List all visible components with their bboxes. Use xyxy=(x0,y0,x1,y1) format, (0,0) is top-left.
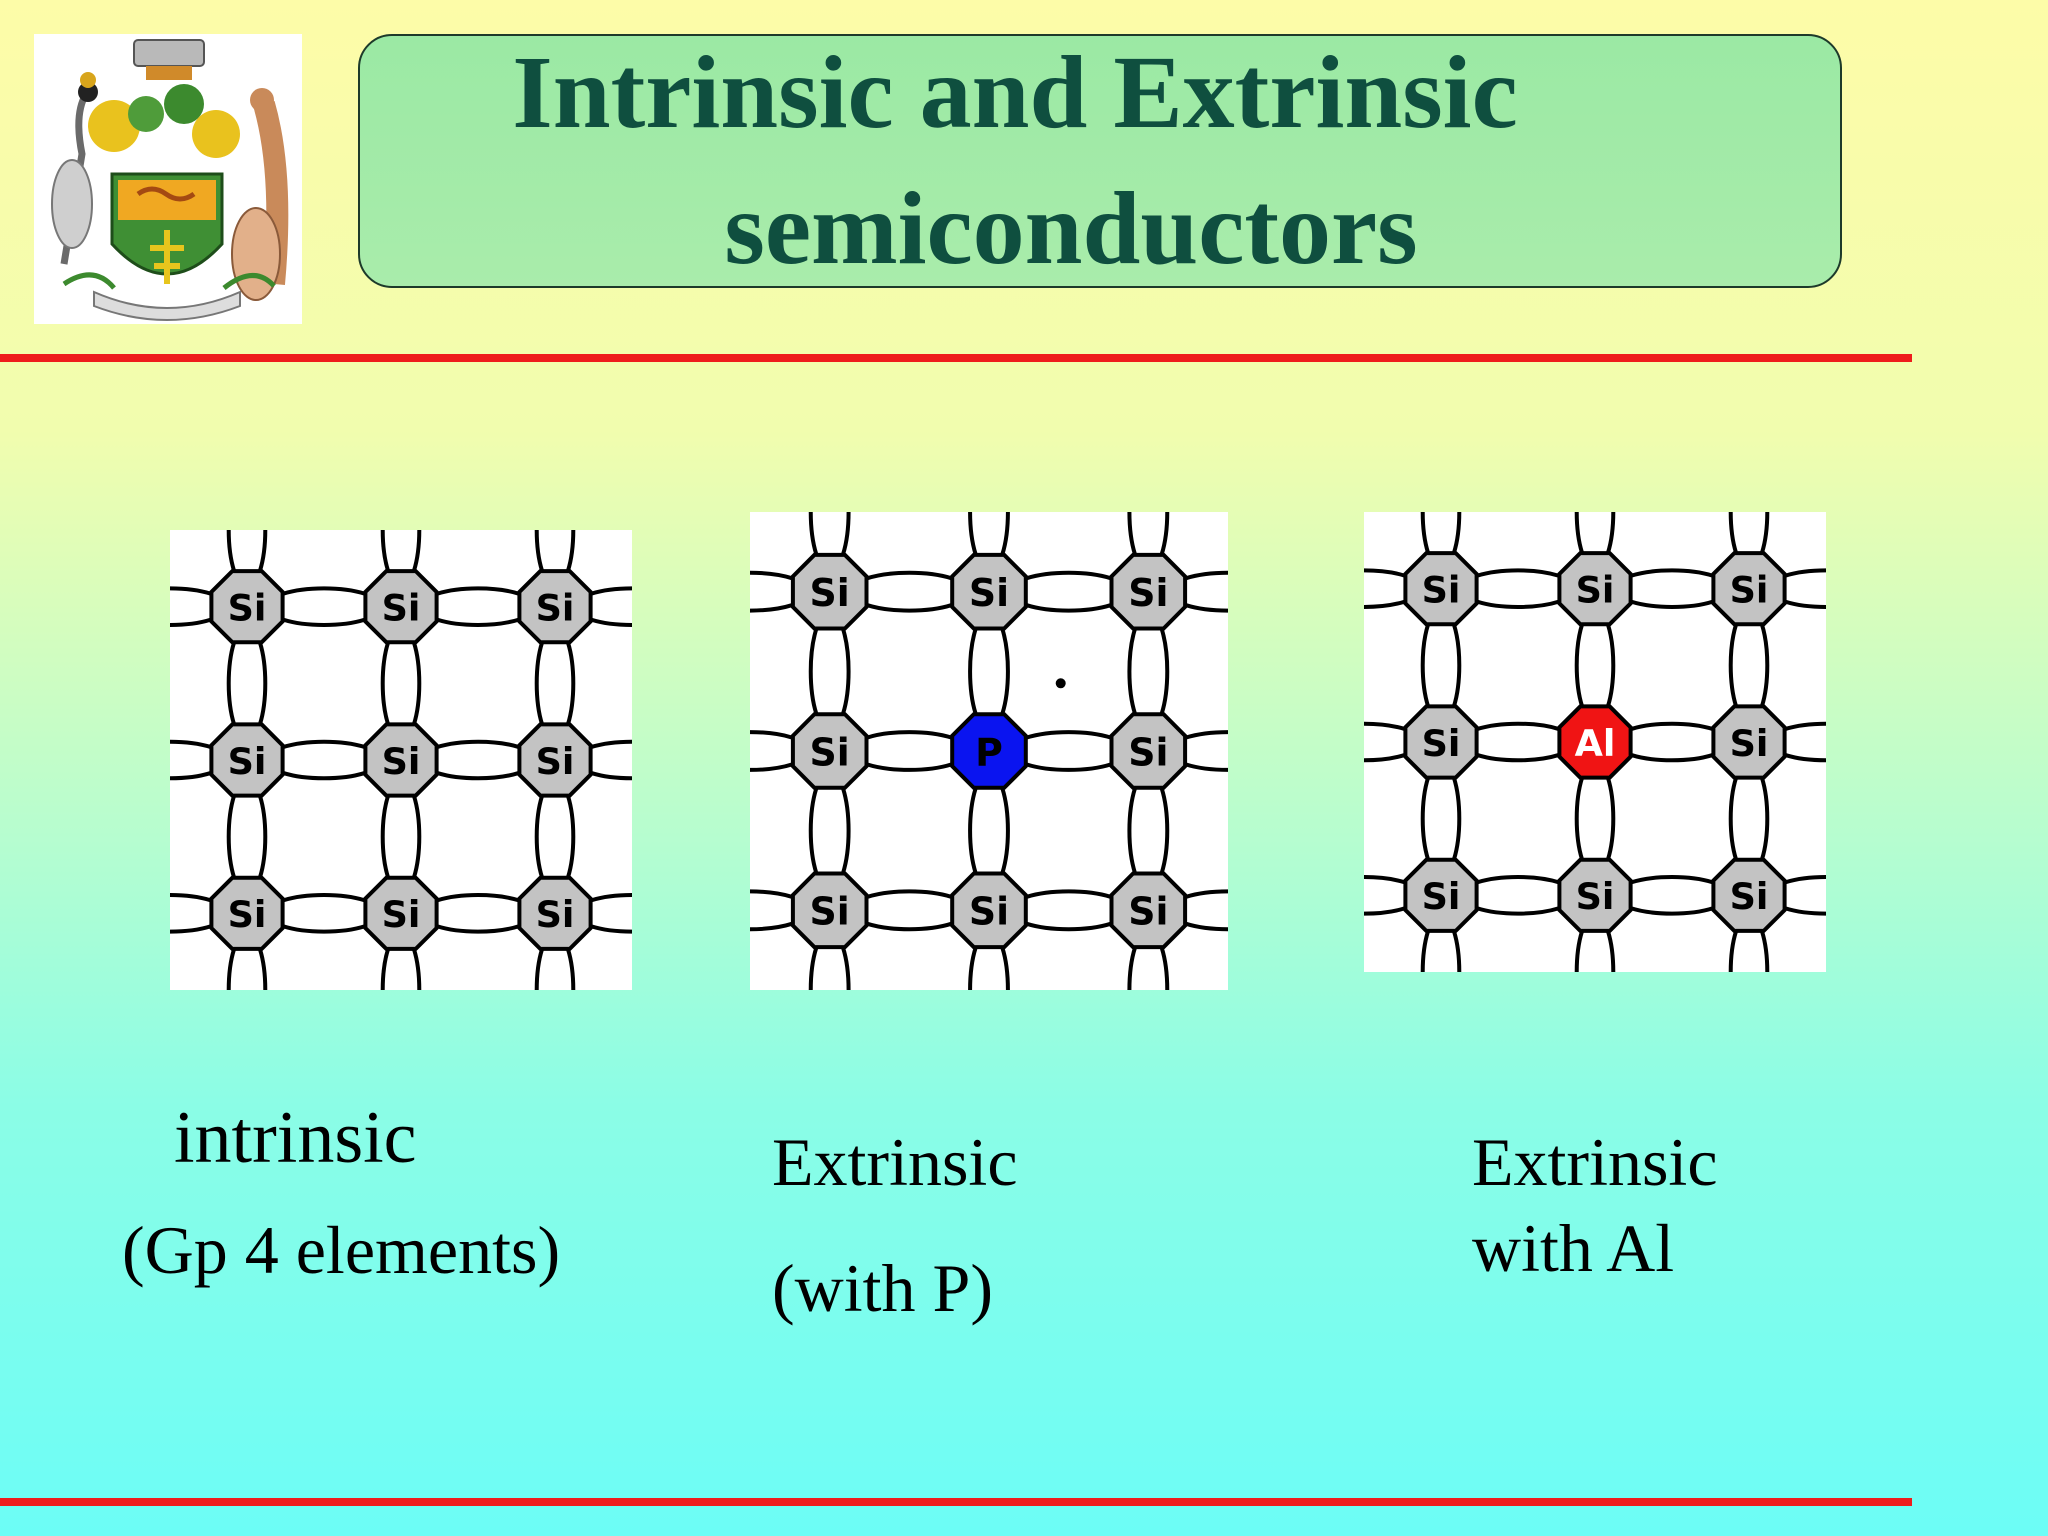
atom-symbol: Si xyxy=(228,740,267,783)
silicon-atom: Si xyxy=(1557,551,1633,627)
silicon-atom: Si xyxy=(209,722,285,798)
atom-symbol: Si xyxy=(382,740,421,783)
silicon-atom: Si xyxy=(950,871,1028,950)
free-electron-dot xyxy=(1055,678,1066,689)
phosphorus-caption-subtitle: (with P) xyxy=(772,1250,993,1326)
atom-symbol: Si xyxy=(810,890,850,934)
atom-symbol: Si xyxy=(1422,569,1461,612)
atom-symbol: Si xyxy=(536,587,575,630)
silicon-atom: Si xyxy=(790,712,869,790)
atom-symbol: Si xyxy=(382,893,421,936)
atom-symbol: Si xyxy=(536,740,575,783)
slide-title-line-1: Intrinsic and Extrinsic xyxy=(512,35,1518,150)
atom-symbol: Si xyxy=(969,890,1009,934)
phosphorus-atom: P xyxy=(950,712,1028,790)
silicon-atom: Si xyxy=(1109,712,1188,790)
atom-symbol: Si xyxy=(1128,890,1168,934)
silicon-atom: Si xyxy=(209,875,285,951)
silicon-atom: Si xyxy=(950,552,1028,631)
atom-symbol: Si xyxy=(1128,571,1168,615)
intrinsic-caption-title: intrinsic xyxy=(174,1097,417,1179)
silicon-atom: Si xyxy=(517,722,593,798)
slide-title-line-2: semiconductors xyxy=(724,171,1418,286)
bottom-red-rule xyxy=(0,1498,1912,1506)
top-red-rule xyxy=(0,354,1912,362)
silicon-atom: Si xyxy=(363,569,439,645)
aluminium-caption-title: Extrinsic xyxy=(1472,1124,1718,1200)
atom-symbol: Si xyxy=(1422,875,1461,918)
phosphorus-caption-title: Extrinsic xyxy=(772,1124,1018,1200)
silicon-atom: Si xyxy=(790,871,869,950)
atom-symbol: Si xyxy=(1576,875,1615,918)
atom-symbol: Si xyxy=(228,893,267,936)
aluminium-atom: Al xyxy=(1557,704,1633,780)
atom-symbol: Si xyxy=(1576,569,1615,612)
coat-of-arms-icon xyxy=(51,39,289,321)
silicon-atom: Si xyxy=(517,569,593,645)
atom-symbol: Si xyxy=(536,893,575,936)
silicon-atom: Si xyxy=(1403,551,1479,627)
silicon-atom: Si xyxy=(363,875,439,951)
silicon-atom: Si xyxy=(1711,551,1787,627)
silicon-atom: Si xyxy=(1711,704,1787,780)
silicon-atom: Si xyxy=(790,552,869,631)
silicon-atom: Si xyxy=(1109,871,1188,950)
silicon-atom: Si xyxy=(363,722,439,798)
silicon-atom: Si xyxy=(1403,857,1479,933)
university-crest-logo xyxy=(34,34,302,324)
atom-symbol: Si xyxy=(382,587,421,630)
silicon-atom: Si xyxy=(1557,857,1633,933)
atom-symbol: Si xyxy=(1730,569,1769,612)
silicon-atom: Si xyxy=(1109,552,1188,631)
silicon-atom: Si xyxy=(209,569,285,645)
aluminium-caption-subtitle: with Al xyxy=(1472,1210,1675,1286)
atom-symbol: P xyxy=(975,730,1003,774)
atom-symbol: Al xyxy=(1575,722,1616,765)
intrinsic-caption-subtitle: (Gp 4 elements) xyxy=(122,1212,561,1288)
atom-symbol: Si xyxy=(810,571,850,615)
atom-symbol: Si xyxy=(810,730,850,774)
silicon-atom: Si xyxy=(517,875,593,951)
atom-symbol: Si xyxy=(228,587,267,630)
silicon-atom: Si xyxy=(1403,704,1479,780)
atom-symbol: Si xyxy=(969,571,1009,615)
slide-title-box: Intrinsic and Extrinsic semiconductors xyxy=(358,34,1842,288)
atom-symbol: Si xyxy=(1128,730,1168,774)
silicon-atom: Si xyxy=(1711,857,1787,933)
atom-symbol: Si xyxy=(1422,722,1461,765)
atom-symbol: Si xyxy=(1730,722,1769,765)
atom-symbol: Si xyxy=(1730,875,1769,918)
